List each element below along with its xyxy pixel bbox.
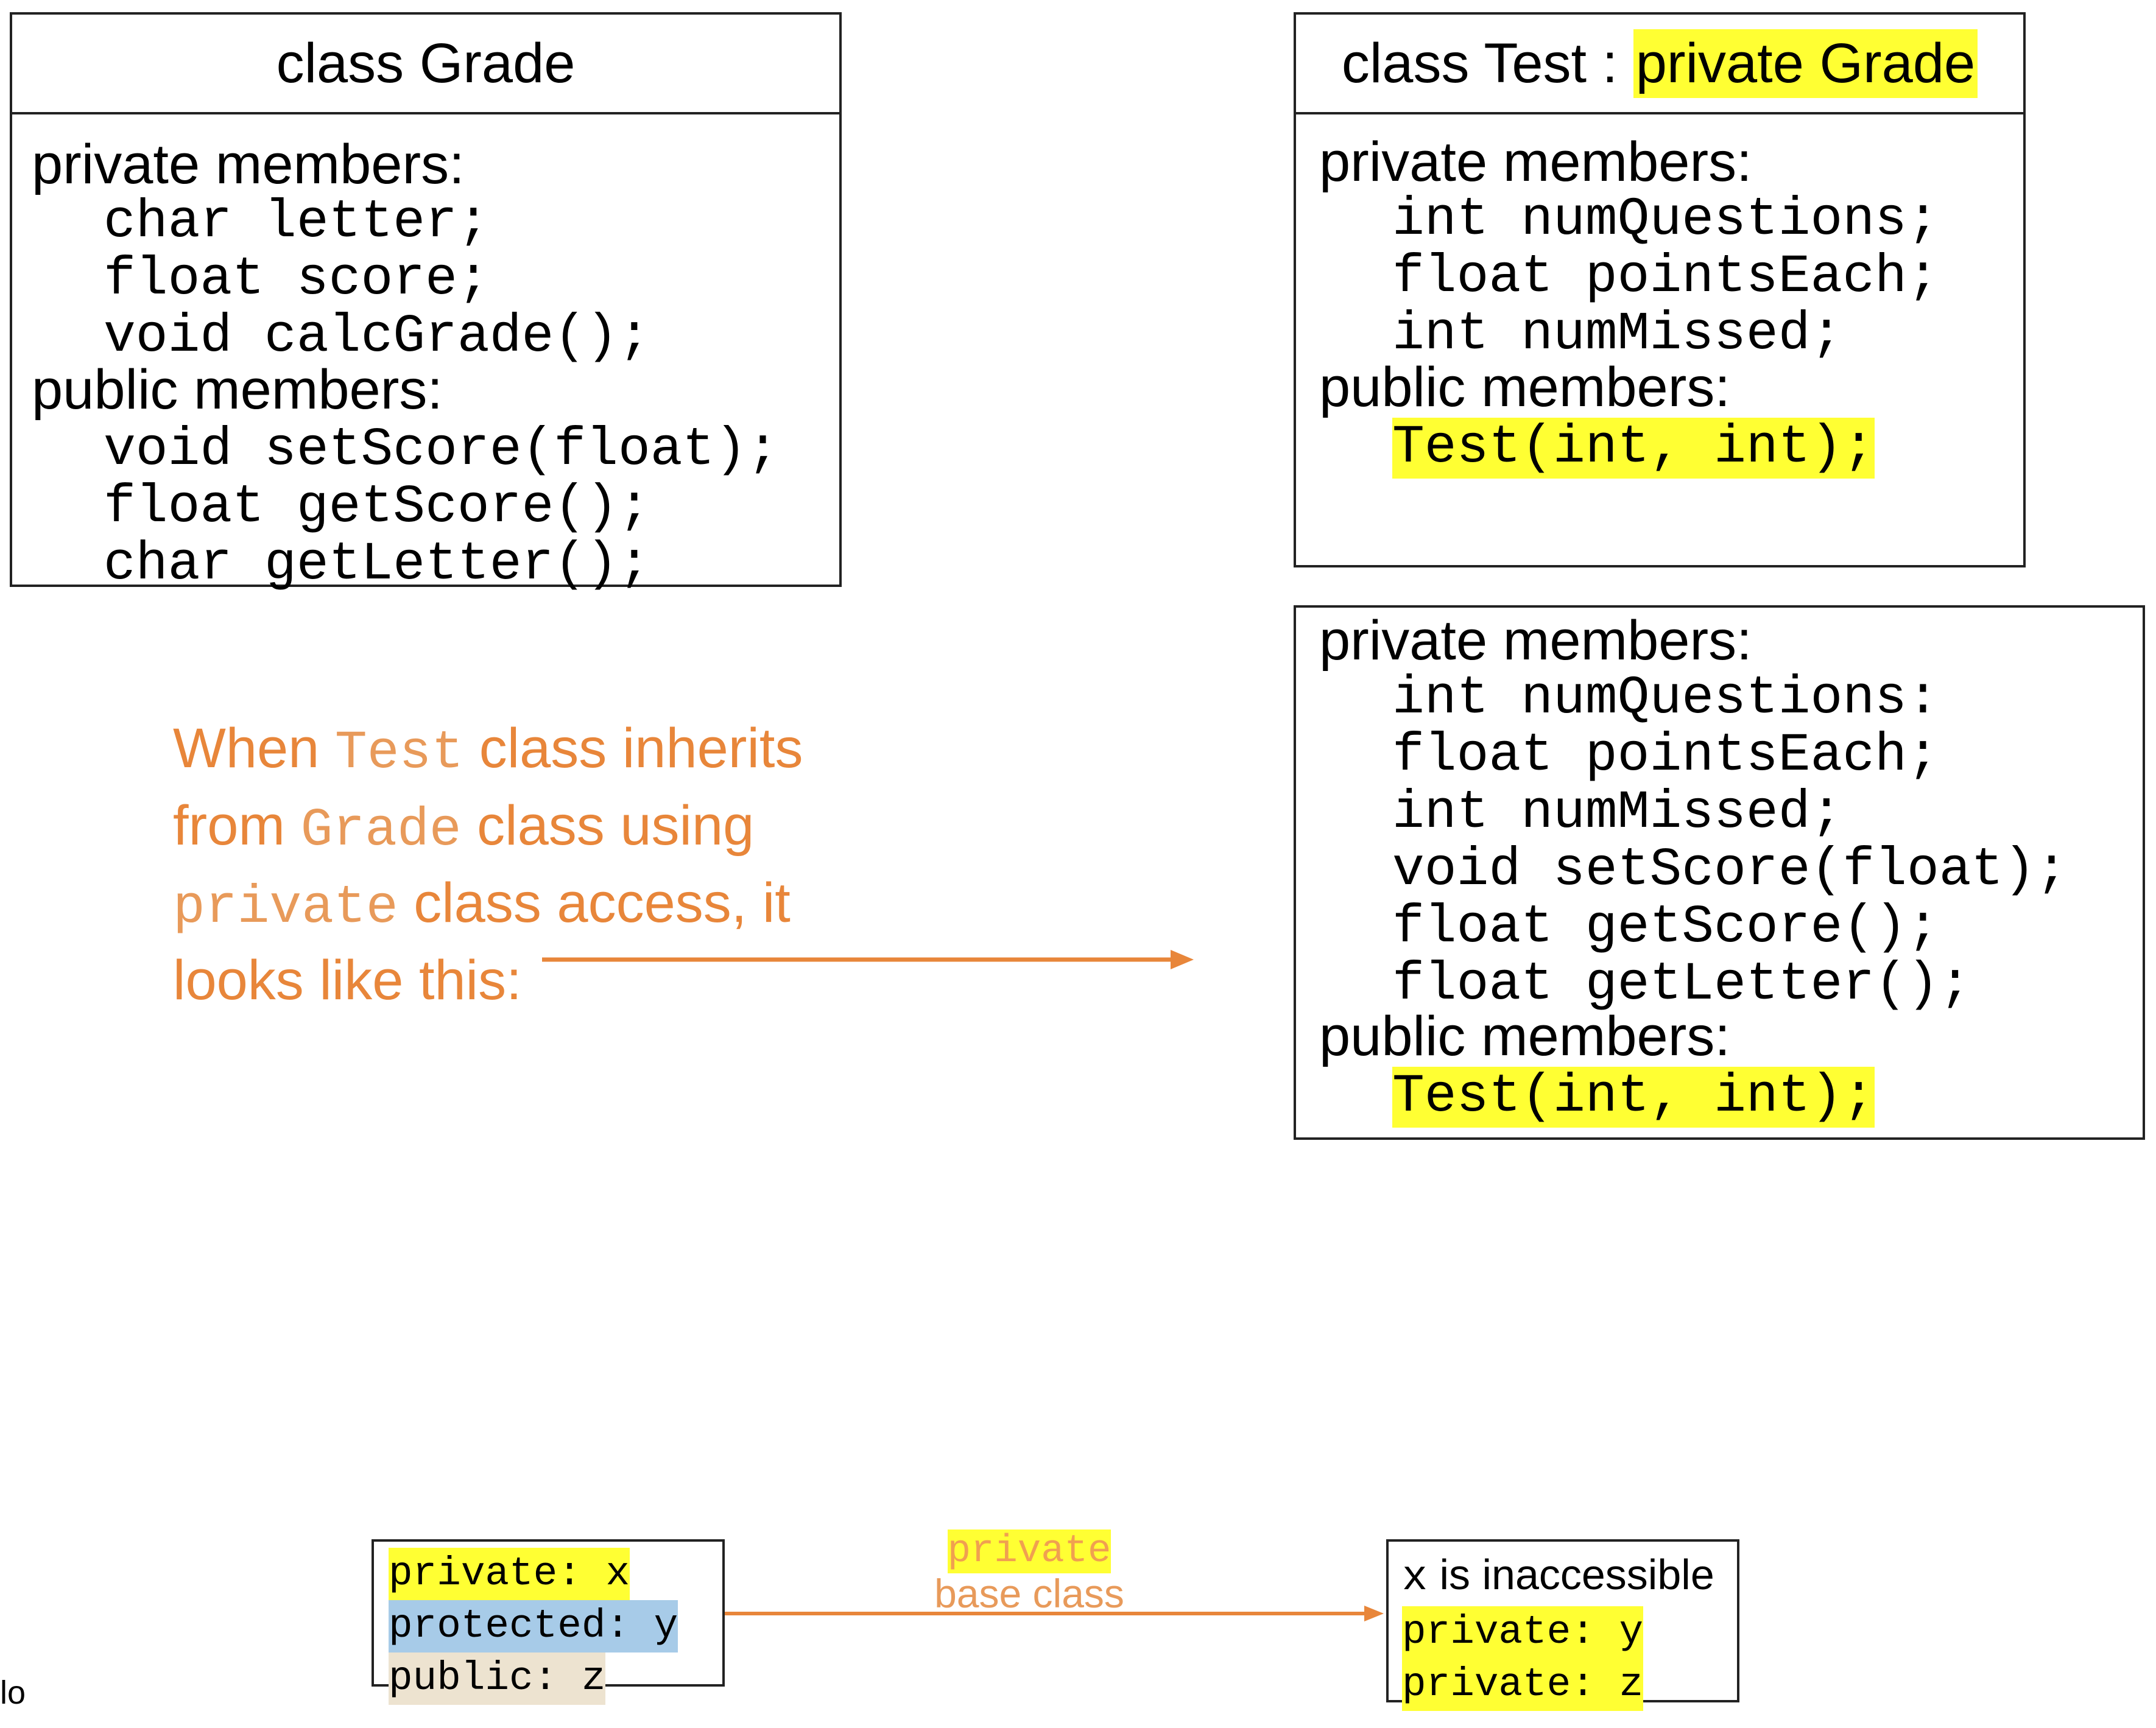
- test-private-item: int numMissed;: [1392, 304, 1843, 365]
- test-title-highlight: private Grade: [1633, 29, 1978, 98]
- main-arrow-head: [1171, 950, 1194, 969]
- note-text: class using: [461, 795, 755, 857]
- result-private-item: float getLetter();: [1392, 955, 1971, 1015]
- note-text: class inherits: [463, 717, 803, 779]
- grade-class-title: class Grade: [12, 15, 839, 114]
- result-private-item: int numQuestions:: [1392, 669, 1939, 729]
- grade-private-item: char letter;: [104, 192, 490, 253]
- note-code-test: Test: [334, 723, 464, 784]
- grade-public-item: char getLetter();: [104, 535, 650, 595]
- test-public-item: Test(int, int);: [1392, 418, 1875, 479]
- note-text: When: [173, 717, 335, 779]
- test-public-label: public members:: [1319, 356, 1730, 418]
- result-private-item: int numMissed;: [1392, 783, 1843, 843]
- mini-public-line: public: z: [389, 1652, 606, 1705]
- mini-private-z: private: z: [1402, 1659, 1644, 1711]
- test-private-item: float pointsEach;: [1392, 247, 1939, 307]
- mini-arrow-head: [1364, 1606, 1384, 1621]
- inheritance-note: When Test class inherits from Grade clas…: [173, 712, 904, 1016]
- result-private-item: float getScore();: [1392, 897, 1939, 958]
- note-text: from: [173, 795, 301, 857]
- test-class-title: class Test : private Grade: [1296, 15, 2023, 114]
- mini-derived-box: x is inaccessible private: y private: z: [1386, 1539, 1739, 1711]
- mini-private-y: private: y: [1402, 1606, 1644, 1659]
- inherited-result-box: private members: int numQuestions: float…: [1294, 605, 2145, 1140]
- note-code-grade: Grade: [300, 801, 462, 861]
- note-text: class access, it: [398, 872, 791, 934]
- grade-public-label: public members:: [32, 359, 443, 421]
- grade-private-item: void calcGrade();: [104, 307, 650, 367]
- result-public-label: public members:: [1319, 1005, 1730, 1067]
- grade-private-label: private members:: [32, 133, 465, 195]
- mini-private-line: private: x: [389, 1548, 630, 1600]
- test-private-item: int numQuestions;: [1392, 190, 1939, 250]
- result-private-item: void setScore(float);: [1392, 840, 2068, 901]
- corner-text: lo: [0, 1674, 26, 1711]
- grade-public-item: float getScore();: [104, 477, 650, 538]
- mini-arrow-label-bottom: base class: [934, 1571, 1124, 1616]
- test-title-prefix: class Test :: [1341, 32, 1633, 94]
- note-text: looks like this:: [173, 949, 522, 1011]
- result-private-item: float pointsEach;: [1392, 726, 1939, 786]
- mini-arrow-label: private base class: [883, 1530, 1175, 1614]
- mini-base-box: private: x protected: y public: z: [372, 1539, 725, 1705]
- mini-inaccessible-line: x is inaccessible: [1402, 1550, 1714, 1603]
- test-class-box: class Test : private Grade private membe…: [1294, 12, 2026, 567]
- grade-private-item: float score;: [104, 250, 490, 310]
- grade-public-item: void setScore(float);: [104, 420, 779, 480]
- result-private-label: private members:: [1319, 609, 1752, 672]
- mini-x-text: is inaccessible: [1428, 1551, 1714, 1598]
- mini-protected-line: protected: y: [389, 1600, 678, 1652]
- test-private-label: private members:: [1319, 131, 1752, 193]
- result-public-item: Test(int, int);: [1392, 1067, 1875, 1128]
- mini-x-code: x: [1402, 1554, 1428, 1603]
- note-code-private: private: [173, 878, 398, 938]
- mini-arrow-label-top: private: [947, 1530, 1111, 1573]
- grade-class-box: class Grade private members: char letter…: [10, 12, 842, 593]
